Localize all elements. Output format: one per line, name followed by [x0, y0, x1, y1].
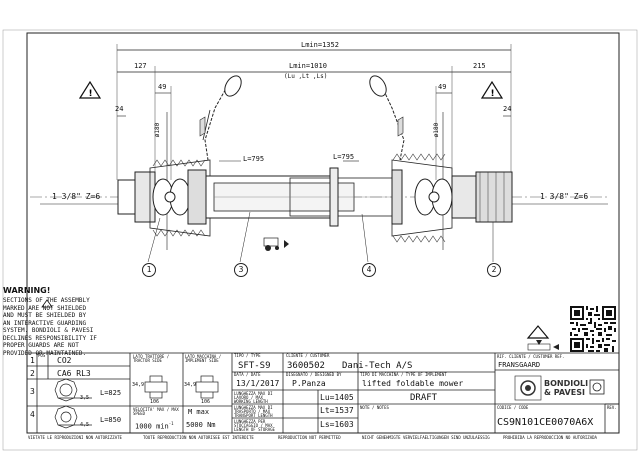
inner-length-sub: (Lu ,Lt ,Ls): [284, 73, 328, 80]
overall-length-dim: Lmin=1352: [301, 41, 339, 49]
part-3-dim: 3,5: [80, 395, 90, 401]
lato-macchina-label: LATO MACCHINA / IMPLEMENT SIDE: [185, 354, 222, 363]
warning-line: SECTIONS OF THE ASSEMBLY: [3, 297, 90, 304]
footer-en: REPRODUCTION NOT PERMITTED: [278, 435, 341, 440]
balloon-2: 2: [487, 263, 501, 277]
lato-trattore-label: LATO TRATTORE / TRACTOR SIDE: [133, 354, 170, 363]
part-1-num: 1: [30, 356, 35, 365]
cliente-code: 3600502: [287, 361, 325, 371]
balloon-3: 3: [234, 263, 248, 277]
svg-text:!: !: [89, 89, 93, 99]
codice-label: CODICE / CODE: [497, 405, 529, 410]
macchina-length: 106: [201, 399, 211, 405]
footer-fr: TOUTE REPRODUCTION NON AUTORISEE EST INT…: [143, 435, 254, 440]
part-4-num: 4: [30, 410, 35, 419]
footer-es: PROHIBIDA LA REPRODUCCION NO AUTORIZADA: [503, 435, 597, 440]
left-49-dim: 49: [158, 83, 167, 91]
pos-header: POS: [38, 353, 46, 358]
left-24-dim: 24: [115, 105, 124, 113]
speed-value: 1000 min-1: [135, 421, 174, 431]
stoccaggio-value: Ls=1603: [320, 420, 354, 429]
torque-value: 5000 Nm: [186, 421, 216, 429]
svg-text:!: !: [491, 89, 495, 99]
disegnato-label: DISEGNATO / DESIGNED BY: [286, 372, 342, 377]
part-2-code: CA6 RL3: [57, 369, 91, 378]
stoccaggio-label: LUNGHEZZA PER STOCCAGGIO / MAX LENGTH OF…: [234, 419, 275, 432]
codice-value: CS9N101CE0070A6X: [497, 417, 594, 428]
warning-title: WARNING!: [3, 286, 51, 295]
qr-code: [570, 306, 616, 352]
part-4-extra: L=850: [100, 416, 122, 424]
data-value: 13/1/2017: [236, 379, 280, 388]
trasporto-label: LUNGHEZZA MAX DI TRASPORTO / MAX TRANSPO…: [234, 405, 273, 418]
warning-line: AND MUST BE SHIELDED BY: [3, 312, 87, 319]
footer-de: NICHT GENEHMIGTE VERVIELFAELTIGUNGEN SIN…: [362, 435, 490, 440]
rif-value: FRANSGAARD: [498, 361, 541, 369]
disegnato-value: P.Panza: [292, 379, 326, 388]
balloon-4: 4: [362, 263, 376, 277]
part-4-dim: 4,5: [80, 422, 90, 428]
right-spline-dim: 1 3/8" Z=6: [540, 192, 589, 201]
lavoro-label: LUNGHEZZA MAX DI LAVORO / MAX WORKING LE…: [234, 391, 273, 404]
brand-logo: BONDIOLI & PAVESI: [544, 379, 589, 397]
draft-stamp: DRAFT: [410, 393, 438, 403]
warning-line: DECLINES RESPONSIBILITY IF: [3, 334, 97, 342]
part-3-num: 3: [30, 387, 35, 396]
part-1-code: CO2: [57, 356, 72, 365]
cliente-label: CLIENTE / CUSTOMER: [286, 353, 330, 358]
rev-label: REV.: [607, 405, 617, 410]
warning-line: AN INTERACTIVE GUARDING: [3, 319, 87, 327]
macchina-label: TIPO DI MACCHINA / TYPE OF IMPLEMENT: [360, 372, 447, 377]
tipo-value: SFT-S9: [238, 361, 271, 371]
part-3-extra: L=825: [100, 389, 122, 397]
note-label: NOTE / NOTES: [360, 405, 389, 410]
lavoro-value: Lu=1405: [320, 393, 354, 402]
torque-label: M max: [188, 408, 210, 416]
tipo-label: TIPO / TYPE: [234, 353, 261, 358]
trattore-width: 34,9: [132, 382, 145, 388]
data-label: DATA / DATE: [234, 372, 261, 377]
trattore-length: 106: [150, 399, 160, 405]
cliente-name: Dani-Tech A/S: [342, 361, 413, 371]
macchina-value: lifted foldable mower: [362, 379, 464, 388]
right-49-dim: 49: [438, 83, 447, 91]
left-spline-dim: 1 3/8" Z=6: [52, 192, 101, 201]
footer-it: VIETATE LE RIPRODUZIONI NON AUTORIZZATE: [28, 435, 122, 440]
macchina-width: 34,9: [184, 382, 197, 388]
right-24-dim: 24: [503, 105, 512, 113]
right-tube-dim: L=795: [333, 153, 355, 161]
balloon-1: 1: [142, 263, 156, 277]
right-end-dim: 215: [473, 62, 486, 70]
warning-line: SYSTEM. BONDIOLI & PAVESI: [3, 327, 94, 334]
trasporto-value: Lt=1537: [320, 406, 354, 415]
warning-line: MARKED ARE NOT SHIELDED: [3, 304, 87, 312]
part-2-num: 2: [30, 369, 35, 378]
warning-line: PROPER GUARDS ARE NOT: [3, 342, 79, 349]
rif-label: RIF. CLIENTE / CUSTOMER REF.: [497, 354, 565, 359]
left-tube-dim: L=795: [243, 155, 265, 163]
inner-length-dim: Lmin=1010: [289, 62, 327, 70]
left-end-dim: 127: [134, 62, 147, 70]
speed-label: VELOCITA' MAX / MAX SPEED: [133, 407, 179, 416]
